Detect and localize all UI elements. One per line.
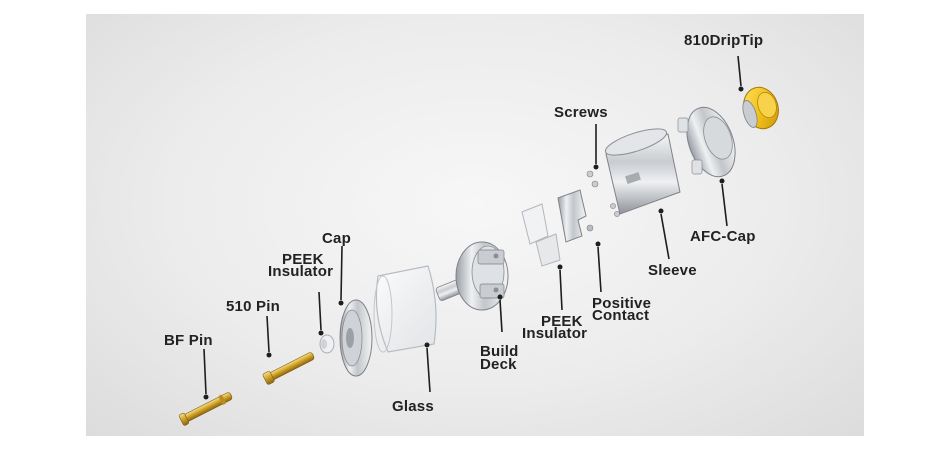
label-screws: Screws: [554, 104, 608, 121]
build-deck-part: [435, 241, 509, 311]
cap-part: [339, 299, 373, 377]
label-cap: Cap: [322, 230, 351, 247]
screws-part: [586, 170, 620, 217]
exploded-view-diagram: 810DripTip Screws AFC-Cap Sleeve Positiv…: [164, 32, 779, 426]
peek-insulator-deck-part: [521, 203, 561, 267]
810-drip-tip-part: [742, 86, 779, 130]
label-bf-pin: BF Pin: [164, 332, 213, 349]
bf-pin-part: [178, 392, 233, 426]
glass-part: [373, 265, 437, 353]
label-peek-insulator-deck-line2: Insulator: [522, 325, 587, 342]
afc-cap-part: [677, 106, 736, 178]
positive-contact-part: [557, 189, 594, 243]
peek-insulator-pin-part: [319, 334, 335, 354]
label-glass: Glass: [392, 398, 434, 415]
label-510-pin: 510 Pin: [226, 298, 280, 315]
label-peek-insulator-pin-line2: Insulator: [268, 263, 333, 280]
label-810-drip-tip: 810DripTip: [684, 32, 763, 49]
label-peek-insulator-pin-line1: PEEK: [282, 251, 324, 268]
diagram-panel: 810DripTip Screws AFC-Cap Sleeve Positiv…: [86, 14, 864, 436]
label-build-deck-line1: Build: [480, 343, 519, 360]
label-sleeve: Sleeve: [648, 262, 697, 279]
label-positive-contact-line1: Positive: [592, 295, 651, 312]
label-afc-cap: AFC-Cap: [690, 228, 756, 245]
label-peek-insulator-deck-line1: PEEK: [541, 313, 583, 330]
leader-lines: [203, 55, 744, 400]
label-build-deck-line2: Deck: [480, 356, 517, 373]
510-pin-part: [262, 352, 315, 385]
sleeve-part: [604, 128, 681, 215]
label-positive-contact-line2: Contact: [592, 307, 649, 324]
